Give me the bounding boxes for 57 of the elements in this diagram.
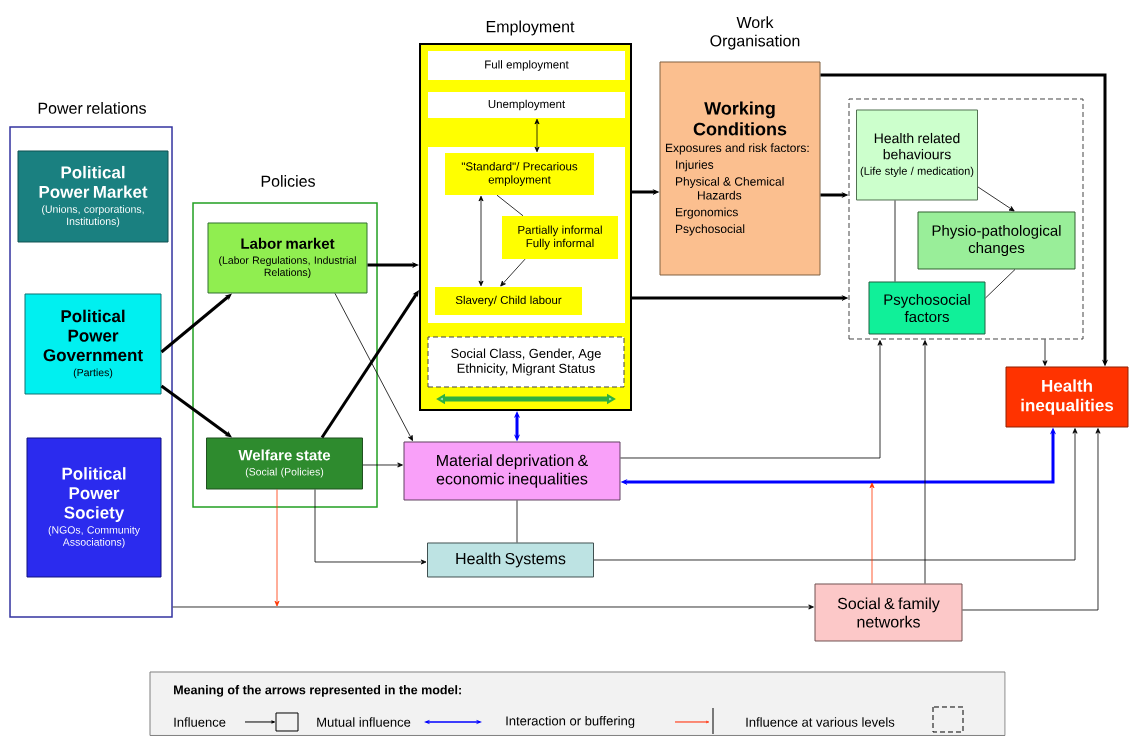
- arrow: [620, 340, 883, 459]
- arrow: [274, 489, 280, 607]
- node-label: Psychosocial: [675, 224, 745, 236]
- node-label: Physical & Chemical Hazards: [675, 176, 784, 200]
- process-box: Partially informal Fully informal: [502, 216, 618, 259]
- arrow: [314, 489, 427, 565]
- process-box: Health related behaviours (Life style / medication): [856, 109, 978, 201]
- arrow: [869, 482, 875, 584]
- connector-line: [894, 200, 896, 282]
- arrow: [160, 384, 232, 438]
- process-box: Political Power Society (NGOs, Community Associations): [26, 437, 162, 578]
- arrow: [160, 293, 232, 354]
- connector-line: [516, 500, 518, 543]
- group-heading: Employment: [486, 20, 575, 36]
- group-heading: Policies: [261, 175, 315, 187]
- process-box: Political Power Market (Unions, corporations, Institutions): [17, 150, 169, 243]
- arrow: [334, 293, 413, 441]
- node-label: Injuries: [676, 160, 714, 172]
- arrow: [320, 290, 419, 439]
- process-box: Psychosocial factors: [868, 281, 986, 335]
- arrow: [593, 428, 1078, 561]
- process-box: Political Power Government (Parties): [24, 293, 162, 395]
- node-label: Working Conditions: [693, 101, 787, 136]
- arrow: [962, 428, 1101, 611]
- group-heading: Power relations: [38, 102, 146, 114]
- node-label: Exposures and risk factors:: [665, 143, 809, 155]
- process-box: Social & family networks: [814, 583, 963, 642]
- dashed-box: Social Class, Gender, Age Ethnicity, Migrant Status: [427, 336, 625, 388]
- arrow: [922, 340, 928, 584]
- arrow: [1042, 339, 1048, 366]
- process-box: "Standard"/ Precarious employment: [445, 153, 594, 195]
- outcome-box: Health inequalities: [1005, 366, 1129, 428]
- legend-label: Influence at various levels: [746, 717, 895, 727]
- arrow: [500, 258, 526, 287]
- arrow: [362, 462, 403, 468]
- legend-heading: Meaning of the arrows represented in the model:: [174, 685, 461, 697]
- process-box: Material deprivation & economic inequalities: [403, 441, 621, 501]
- node-label: Ergonomics: [675, 207, 738, 219]
- group-heading: Work Organisation: [710, 16, 800, 50]
- process-box: Welfare state (Social (Policies): [206, 437, 363, 490]
- arrow: [172, 604, 814, 610]
- connector-line: [985, 269, 1016, 299]
- arrow: [534, 118, 540, 153]
- legend-label: Interaction or buffering: [506, 715, 635, 729]
- process-box: Physio-pathological changes: [917, 211, 1076, 270]
- process-box: Working Conditions Exposures and risk factors: Injuries Physical & Chemical Hazards Ergonomics Psychosocial: [659, 61, 821, 276]
- process-box: Health Systems: [427, 542, 594, 578]
- process-box: Labor market (Labor Regulations, Industrial Relations): [207, 222, 368, 294]
- arrow: [478, 195, 484, 287]
- process-box: Full employment: [428, 51, 625, 80]
- process-box: Slavery/ Child labour: [435, 287, 582, 315]
- legend-label: Mutual influence: [317, 717, 411, 727]
- process-box: Unemployment: [428, 92, 625, 118]
- arrow: [977, 186, 1015, 212]
- connector-line: [496, 194, 524, 217]
- legend-label: Influence: [174, 717, 226, 727]
- empty-dashed-box: [848, 98, 1084, 340]
